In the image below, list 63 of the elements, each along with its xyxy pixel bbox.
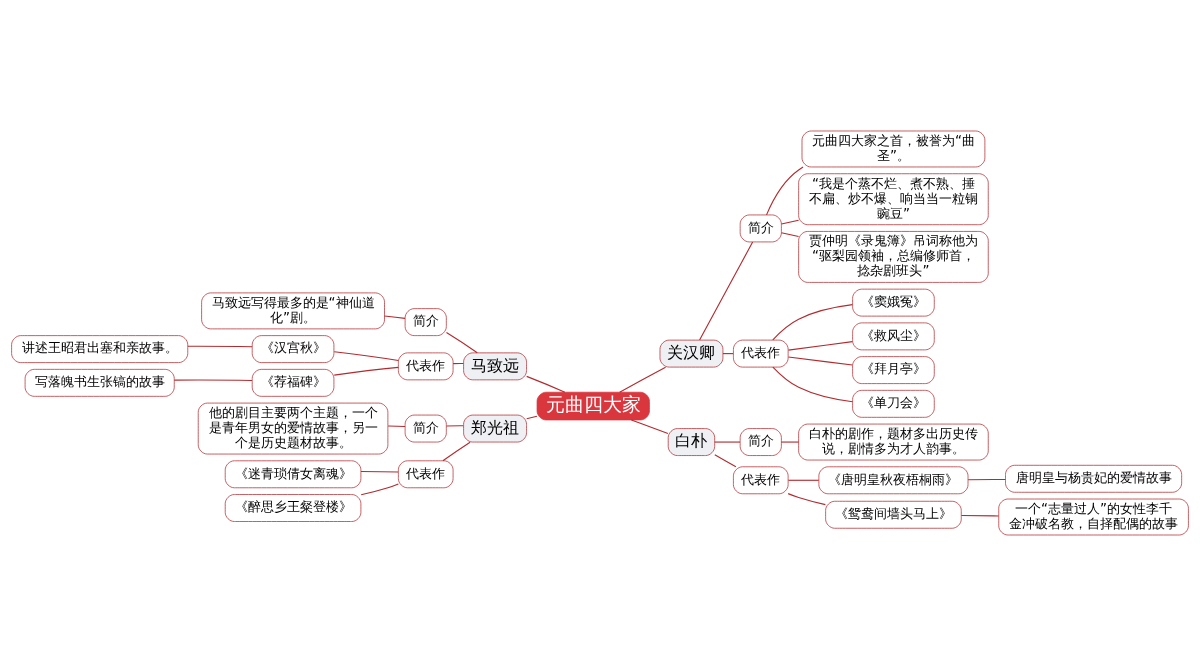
node-box: 白朴的剧作，题材多出历史传说，剧情多为才人韵事。 [798,423,989,461]
node-box: 《醉思乡王粲登楼》 [224,494,362,522]
node-box: 《拜月亭》 [852,356,935,384]
connector [619,366,667,393]
node-box: 《救风尘》 [852,322,935,351]
node-box: 简介 [739,214,782,243]
node-box: 代表作 [733,466,789,495]
connector [787,356,853,366]
connector [780,232,800,238]
node-box: 《窦娥冤》 [852,288,935,317]
node-box: 写落魄书生张镐的故事 [24,368,175,397]
node-box: 马致远 [463,352,527,381]
connector [526,375,566,393]
node-box: 《鸳鸯间墙头马上》 [825,500,962,529]
connector [772,366,854,403]
node-box: 郑光祖 [463,414,527,443]
node-box: 《单刀会》 [852,389,935,418]
node-box: 马致远写得最多的是“神仙道化”剧。 [201,292,385,330]
connector [173,379,253,382]
connector [387,425,406,428]
connector [187,345,253,348]
node-box: 元曲四大家 [536,391,650,421]
connector [442,441,471,462]
connector [699,241,754,341]
connector [445,425,464,427]
node-box: 白朴 [667,428,716,456]
node-box: 代表作 [398,460,454,489]
connector [787,341,853,351]
node-box: 贾仲明《录鬼簿》吊词称他为“驱梨园领袖，总编修师首，捻杂剧班头” [798,231,989,283]
node-box: 讲述王昭君出塞和亲故事。 [11,335,189,363]
node-box: 《荐福碑》 [251,368,335,397]
node-box: 关汉卿 [659,339,724,368]
connector [714,454,737,468]
connector [967,478,1006,481]
connector [765,166,804,216]
connector [526,415,538,420]
node-box: 简介 [739,428,782,456]
connector [333,351,399,362]
connector [780,441,800,443]
node-box: 他的剧目主要两个主题，一个是青年男女的爱情故事，另一个是历史题材故事。 [197,402,389,455]
node-box: 《汉宫秋》 [251,335,335,363]
connector [360,483,399,496]
connector [780,219,800,225]
node-box: 唐明皇与杨贵妃的爱情故事 [1005,464,1183,493]
node-box: 元曲四大家之首，被誉为“曲圣”。 [801,130,986,168]
connector [714,441,741,443]
node-box: 《唐明皇秋夜梧桐雨》 [818,466,969,495]
node-box: 一个“志量过人”的女性李千金冲破名教，自择配偶的故事 [998,498,1189,536]
connector [787,479,820,481]
connector [360,470,399,473]
connector [445,332,478,354]
connector [960,514,1000,517]
connector [333,366,399,376]
node-box: 代表作 [398,352,454,381]
connector [630,419,669,435]
node-box: 《迷青琐倩女离魂》 [224,460,362,489]
node-box: “我是个蒸不烂、煮不熟、捶不扁、炒不爆、响当当一粒铜豌豆” [798,173,989,226]
connector [787,493,826,506]
connector [772,304,853,341]
node-box: 代表作 [733,339,789,368]
connector [384,315,406,319]
node-box: 简介 [404,308,447,336]
node-box: 简介 [404,414,447,443]
